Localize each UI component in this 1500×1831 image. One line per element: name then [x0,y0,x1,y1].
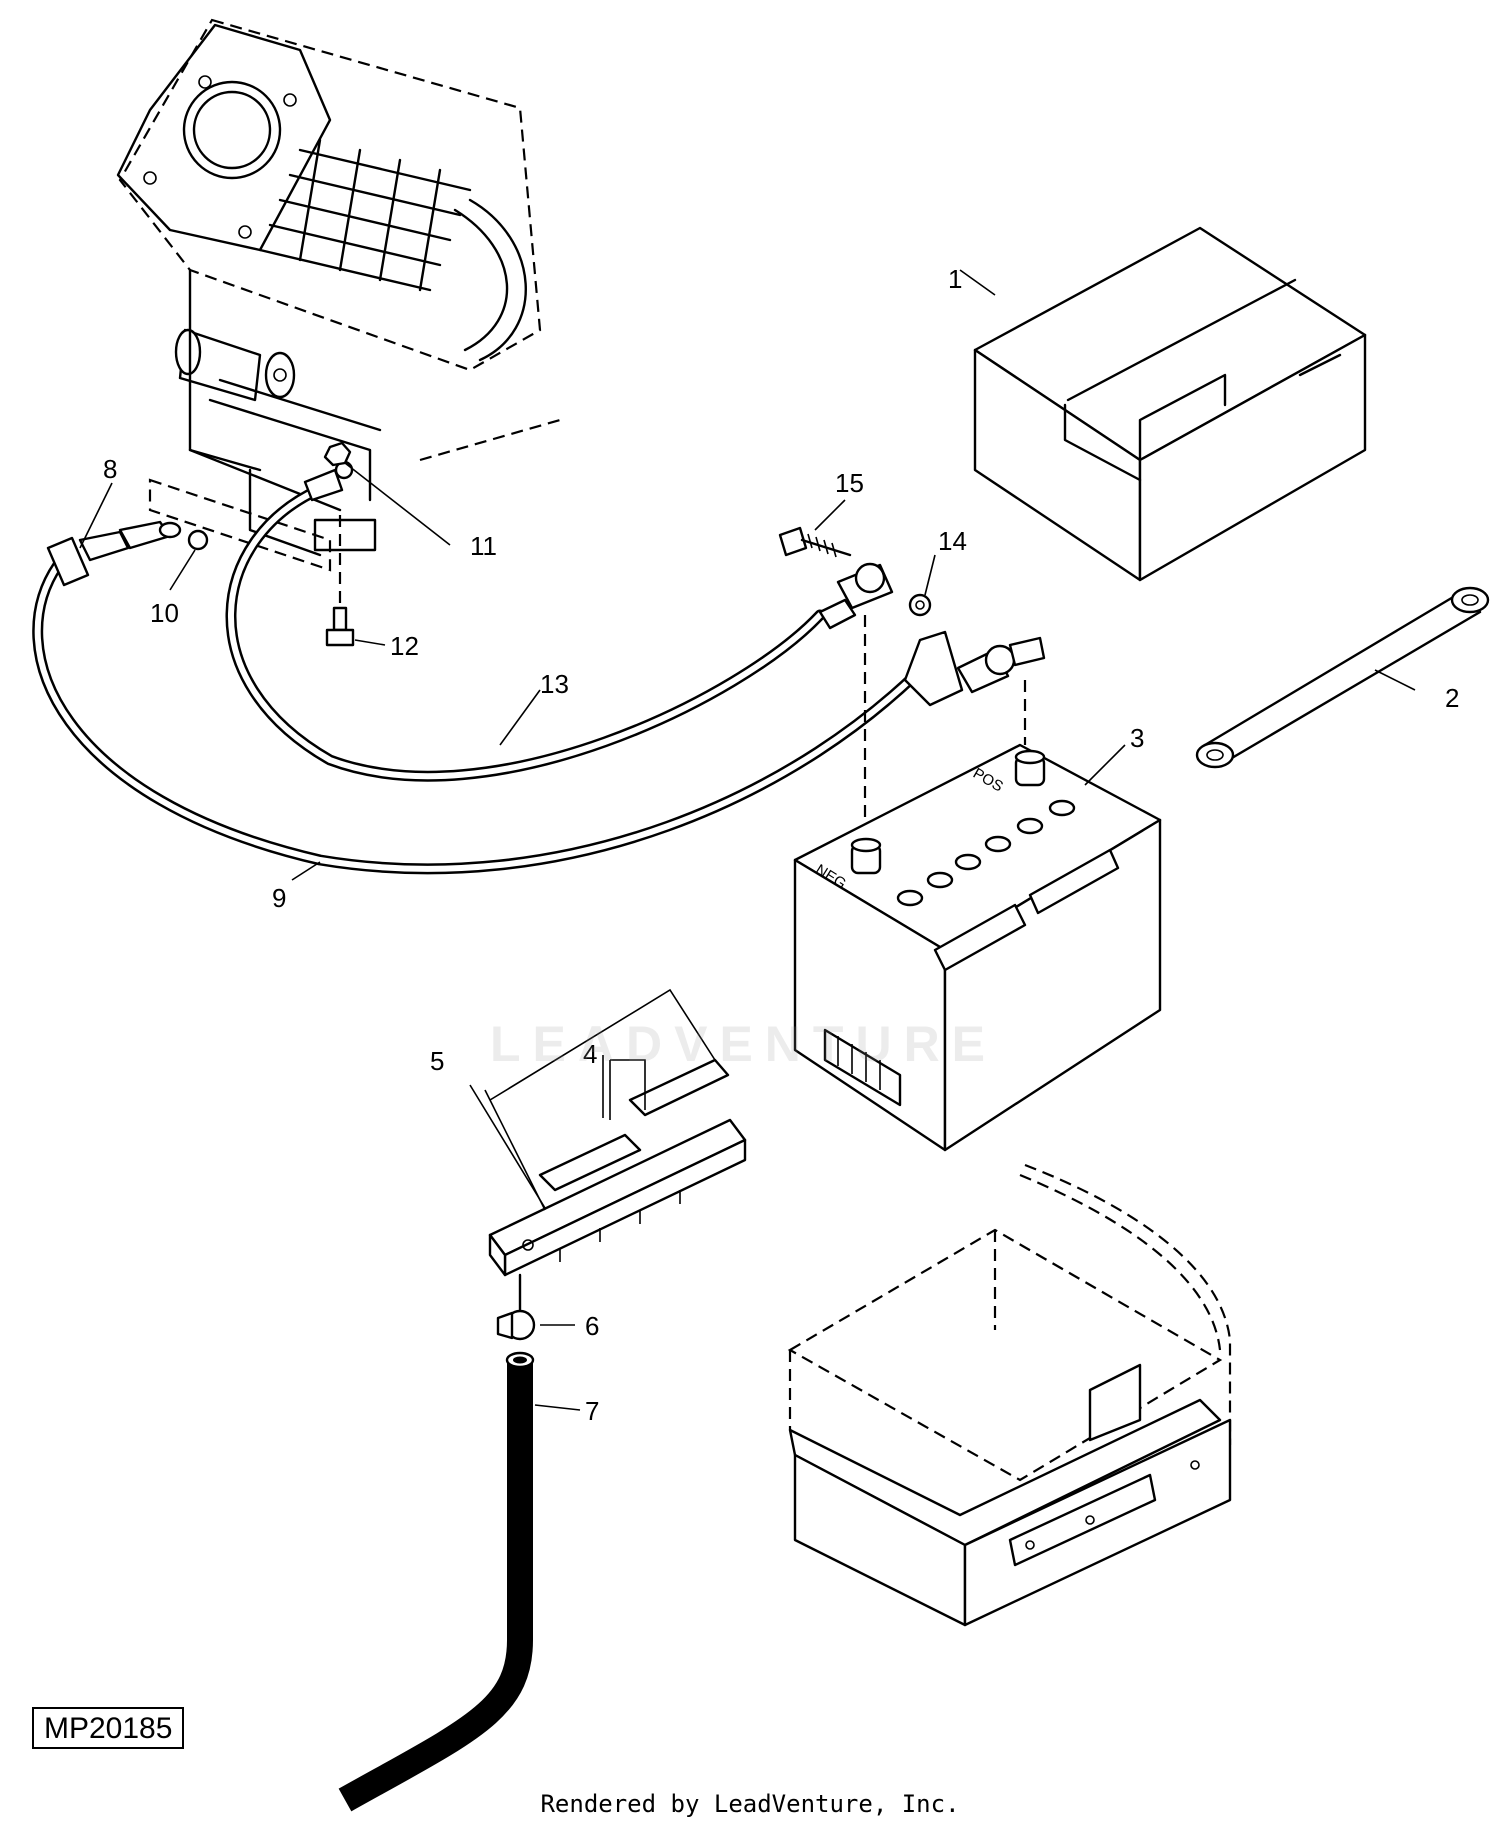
battery-3: NEG POS [793,743,1162,1152]
callout-8: 8 [103,454,117,484]
callout-12: 12 [390,631,419,661]
battery-tray [787,1163,1232,1627]
callout-5: 5 [430,1046,444,1076]
bolt-12 [325,515,355,647]
hold-down-bar-2 [1195,586,1490,769]
vent-manifold-5 [484,988,747,1277]
callout-9: 9 [272,883,286,913]
watermark: LEADVENTURE [490,1016,998,1072]
callout-6: 6 [585,1311,599,1341]
positive-clamp-assembly [903,630,1046,745]
engine-illustration [116,18,561,572]
callouts: 1 2 3 4 5 6 7 8 9 10 11 12 13 14 15 [103,264,1459,1426]
callout-15: 15 [835,468,864,498]
leader-lines [79,269,1416,1411]
callout-4: 4 [583,1039,597,1069]
diagram-id-label: MP20185 [32,1707,185,1749]
callout-3: 3 [1130,723,1144,753]
cable-13 [225,441,826,782]
callout-13: 13 [540,669,569,699]
render-credit: Rendered by LeadVenture, Inc. [540,1790,960,1818]
negative-clamp-assembly [778,526,932,850]
vent-hose-7 [338,1351,535,1812]
cable-9 [32,520,946,875]
callout-11: 11 [470,531,497,561]
callout-7: 7 [585,1396,599,1426]
hose-clamp-6 [496,1273,536,1341]
callout-14: 14 [938,526,967,556]
callout-2: 2 [1445,683,1459,713]
callout-1: 1 [948,264,962,294]
callout-10: 10 [150,598,179,628]
battery-cover-1 [973,226,1367,582]
